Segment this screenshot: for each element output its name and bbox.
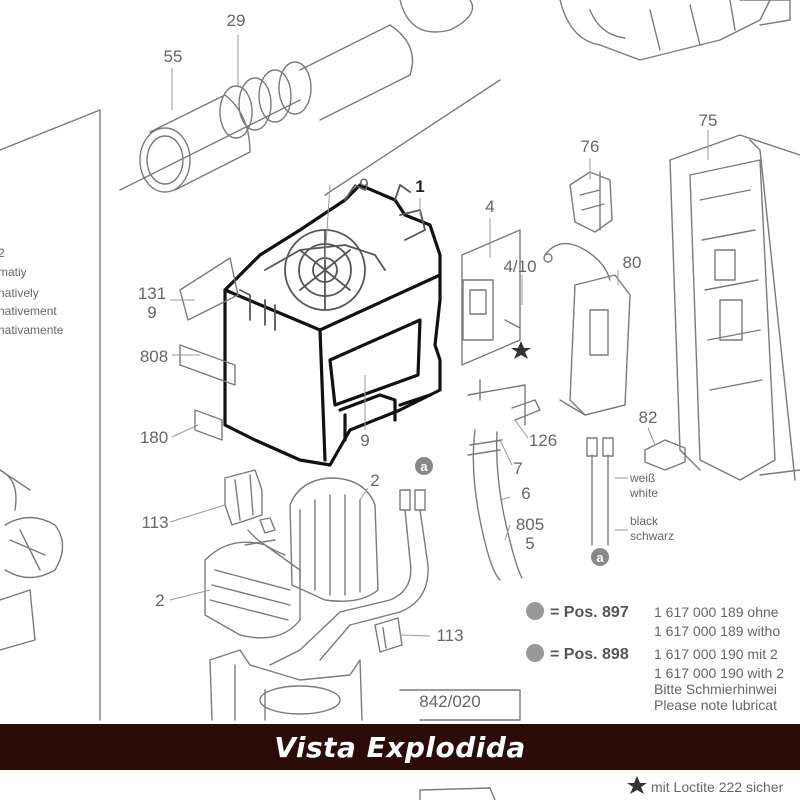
callout-2-left: 2 [155,591,164,610]
pos-898-label: = Pos. 898 [550,646,629,663]
part-6-cable [467,429,523,581]
callout-2-top: 2 [370,471,379,490]
part-1-main-housing [223,183,442,467]
left-text-4: nativement [0,304,57,318]
callout-805: 805 [516,515,544,534]
callout-131: 131 [138,284,166,303]
part-131-gasket [179,257,239,321]
wire-label-weiss: weiß [629,471,655,485]
svg-text:a: a [420,459,428,474]
part-82-plug [644,439,686,471]
callout-113-right: 113 [436,626,463,645]
wire-white-black [586,437,628,546]
callout-180: 180 [140,428,168,447]
part-2-field-coil [204,477,379,639]
svg-text:a: a [596,550,604,565]
callout-29: 29 [227,11,246,30]
part-113-clip-b [374,617,403,653]
callout-55: 55 [164,47,183,66]
callout-842-020: 842/020 [419,692,480,711]
banner-title: Vista Explodida [274,730,526,764]
wire-label-black: black [630,514,659,528]
title-banner: Vista Explodida [0,724,800,770]
info-line-3: 1 617 000 190 mit 2 [654,646,778,662]
part-180-tag [194,409,223,441]
left-panel-border [0,109,101,721]
callout-113-left: 113 [141,513,168,532]
info-loctite: mit Loctite 222 sicher [651,779,784,795]
wire-harness [259,489,429,666]
callout-126: 126 [529,431,557,450]
callout-4-10: 4/10 [503,257,536,276]
part-126-screw [511,399,541,421]
housing-edge [119,99,301,191]
callout-9-top: 9 [359,175,368,194]
part-76-clip [569,171,613,233]
callout-4: 4 [485,197,494,216]
info-line-5: Bitte Schmierhinwei [654,681,777,697]
pos-897-dot-icon [526,602,544,620]
part-80-switch-module [543,242,631,416]
callout-808: 808 [140,347,168,366]
part-bottom-assembly [209,649,521,721]
part-55-sleeve [139,94,251,193]
leader-lines [169,35,709,637]
callout-9-left: 9 [147,303,156,322]
loctite-star-icon-legend [627,776,647,794]
part-top-right-housing [559,0,791,61]
part-4-switch [461,229,526,426]
left-margin-parts [0,469,64,651]
callout-82: 82 [639,408,658,427]
callout-75: 75 [699,111,718,130]
part-75-housing [669,134,800,481]
part-808-plate [179,344,236,386]
marker-a-bottom: a [591,548,609,566]
callout-80: 80 [623,253,642,272]
wire-label-white: white [629,486,658,500]
part-113-clip-a [224,469,263,526]
left-text-2: matiy [0,265,27,279]
info-line-6: Please note lubricat [654,697,777,713]
housing-edge-2 [324,79,501,196]
info-line-2: 1 617 000 189 witho [654,623,780,639]
left-text-3: natively [0,286,39,300]
callout-76: 76 [581,137,600,156]
loctite-star-icon [511,341,531,359]
pos-898-dot-icon [526,644,544,662]
callout-7: 7 [513,459,522,478]
wire-label-schwarz: schwarz [630,529,674,543]
pos-897-label: = Pos. 897 [550,604,629,621]
callout-9-bottom: 9 [360,431,369,450]
callout-1: 1 [415,177,424,196]
callout-6: 6 [521,484,530,503]
info-line-1: 1 617 000 189 ohne [654,604,779,620]
left-text-1: 2 [0,246,5,260]
marker-a-top: a [415,457,433,475]
callout-5: 5 [525,534,534,553]
left-text-5: nativamente [0,323,64,337]
part-29-spring [219,0,474,139]
info-line-4: 1 617 000 190 with 2 [654,665,784,681]
bottom-fragment [419,787,496,800]
